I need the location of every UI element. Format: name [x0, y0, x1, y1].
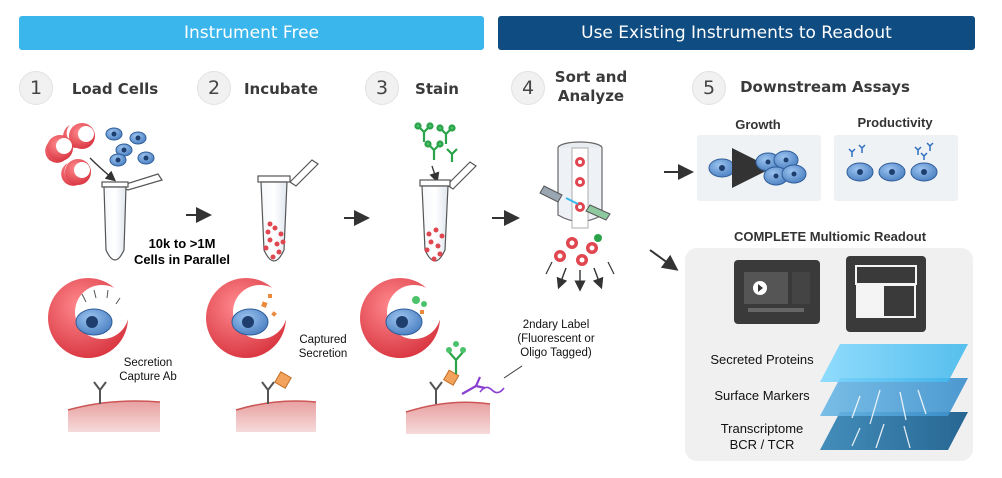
captured-line1: Captured	[299, 334, 347, 346]
cytometer-icon	[846, 256, 926, 332]
step-5-title: Downstream Assays	[740, 78, 910, 96]
step-3-title: Stain	[415, 80, 459, 98]
step-1-title: Load Cells	[71, 80, 159, 98]
secondary-line2: (Fluorescent or	[517, 333, 595, 345]
existing-instruments-banner: Use Existing Instruments to Readout	[498, 16, 975, 50]
secondary-label: 2ndary Label (Fluorescent or Oligo Tagge…	[508, 318, 604, 360]
growth-label: Growth	[735, 117, 781, 132]
sequencer-icon	[734, 260, 820, 324]
loading-arrow	[89, 157, 116, 182]
step-2-title: Incubate	[243, 80, 319, 98]
layer-label-surface: Surface Markers	[714, 388, 810, 403]
detail-2-bead-cell	[206, 278, 287, 358]
cells-parallel-label: 10k to >1M Cells in Parallel	[126, 236, 238, 268]
productivity-label: Productivity	[857, 115, 933, 130]
step-1-number: 1	[19, 71, 53, 105]
stain-antibodies	[414, 122, 458, 162]
captured-secretion-label: Captured Secretion	[288, 333, 358, 361]
step-4-title-line1: Sort and	[554, 68, 628, 86]
secondary-line1: 2ndary Label	[522, 319, 590, 331]
step-3-tube	[419, 161, 477, 262]
productivity-cells	[846, 142, 938, 182]
cells-parallel-line1: 10k to >1M	[148, 236, 216, 251]
capture-ab-label: Secretion Capture Ab	[112, 356, 184, 384]
detail-2-surface	[235, 371, 317, 432]
step-3-number: 3	[365, 71, 399, 105]
arrow-to-multiomic	[649, 249, 679, 271]
cells-parallel-line2: Cells in Parallel	[133, 252, 231, 267]
detail-3-surface	[405, 341, 523, 434]
step-4-number: 4	[511, 71, 545, 105]
loading-beads	[45, 123, 95, 186]
step-5-number: 5	[692, 71, 726, 105]
layer-label-bcr-tcr: BCR / TCR	[729, 437, 795, 452]
layer-label-secreted: Secreted Proteins	[710, 352, 814, 367]
growth-cells	[708, 148, 807, 188]
detail-3-bead-cell	[360, 278, 441, 358]
detail-1-surface	[67, 381, 161, 432]
secondary-line3: Oligo Tagged)	[520, 347, 592, 359]
step-4-title-line2: Analyze	[557, 87, 625, 105]
capture-ab-line1: Secretion	[123, 357, 173, 369]
step-2-tube	[257, 159, 319, 262]
layer-stack	[820, 344, 968, 450]
captured-line2: Secretion	[298, 348, 348, 360]
loading-cells	[105, 127, 155, 167]
detail-1-bead-cell	[48, 278, 129, 358]
capture-ab-line2: Capture Ab	[119, 371, 177, 383]
step-1-tube	[101, 173, 163, 261]
stain-arrow	[429, 165, 440, 183]
step-4-title: Sort and Analyze	[548, 68, 634, 106]
sorter-illustration	[539, 141, 615, 292]
instrument-free-banner: Instrument Free	[19, 16, 484, 50]
multiomic-title: COMPLETE Multiomic Readout	[733, 229, 927, 244]
layer-label-transcriptome: Transcriptome	[720, 421, 804, 436]
step-2-number: 2	[197, 71, 231, 105]
